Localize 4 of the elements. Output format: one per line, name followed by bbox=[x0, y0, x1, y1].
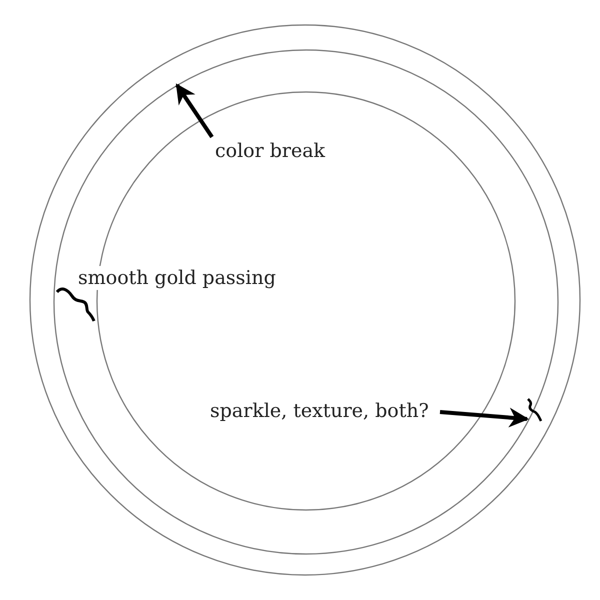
arrow bbox=[440, 408, 529, 428]
curly-bracket bbox=[526, 397, 543, 423]
arrow bbox=[175, 83, 214, 138]
annotation-label: smooth gold passing bbox=[78, 266, 276, 290]
